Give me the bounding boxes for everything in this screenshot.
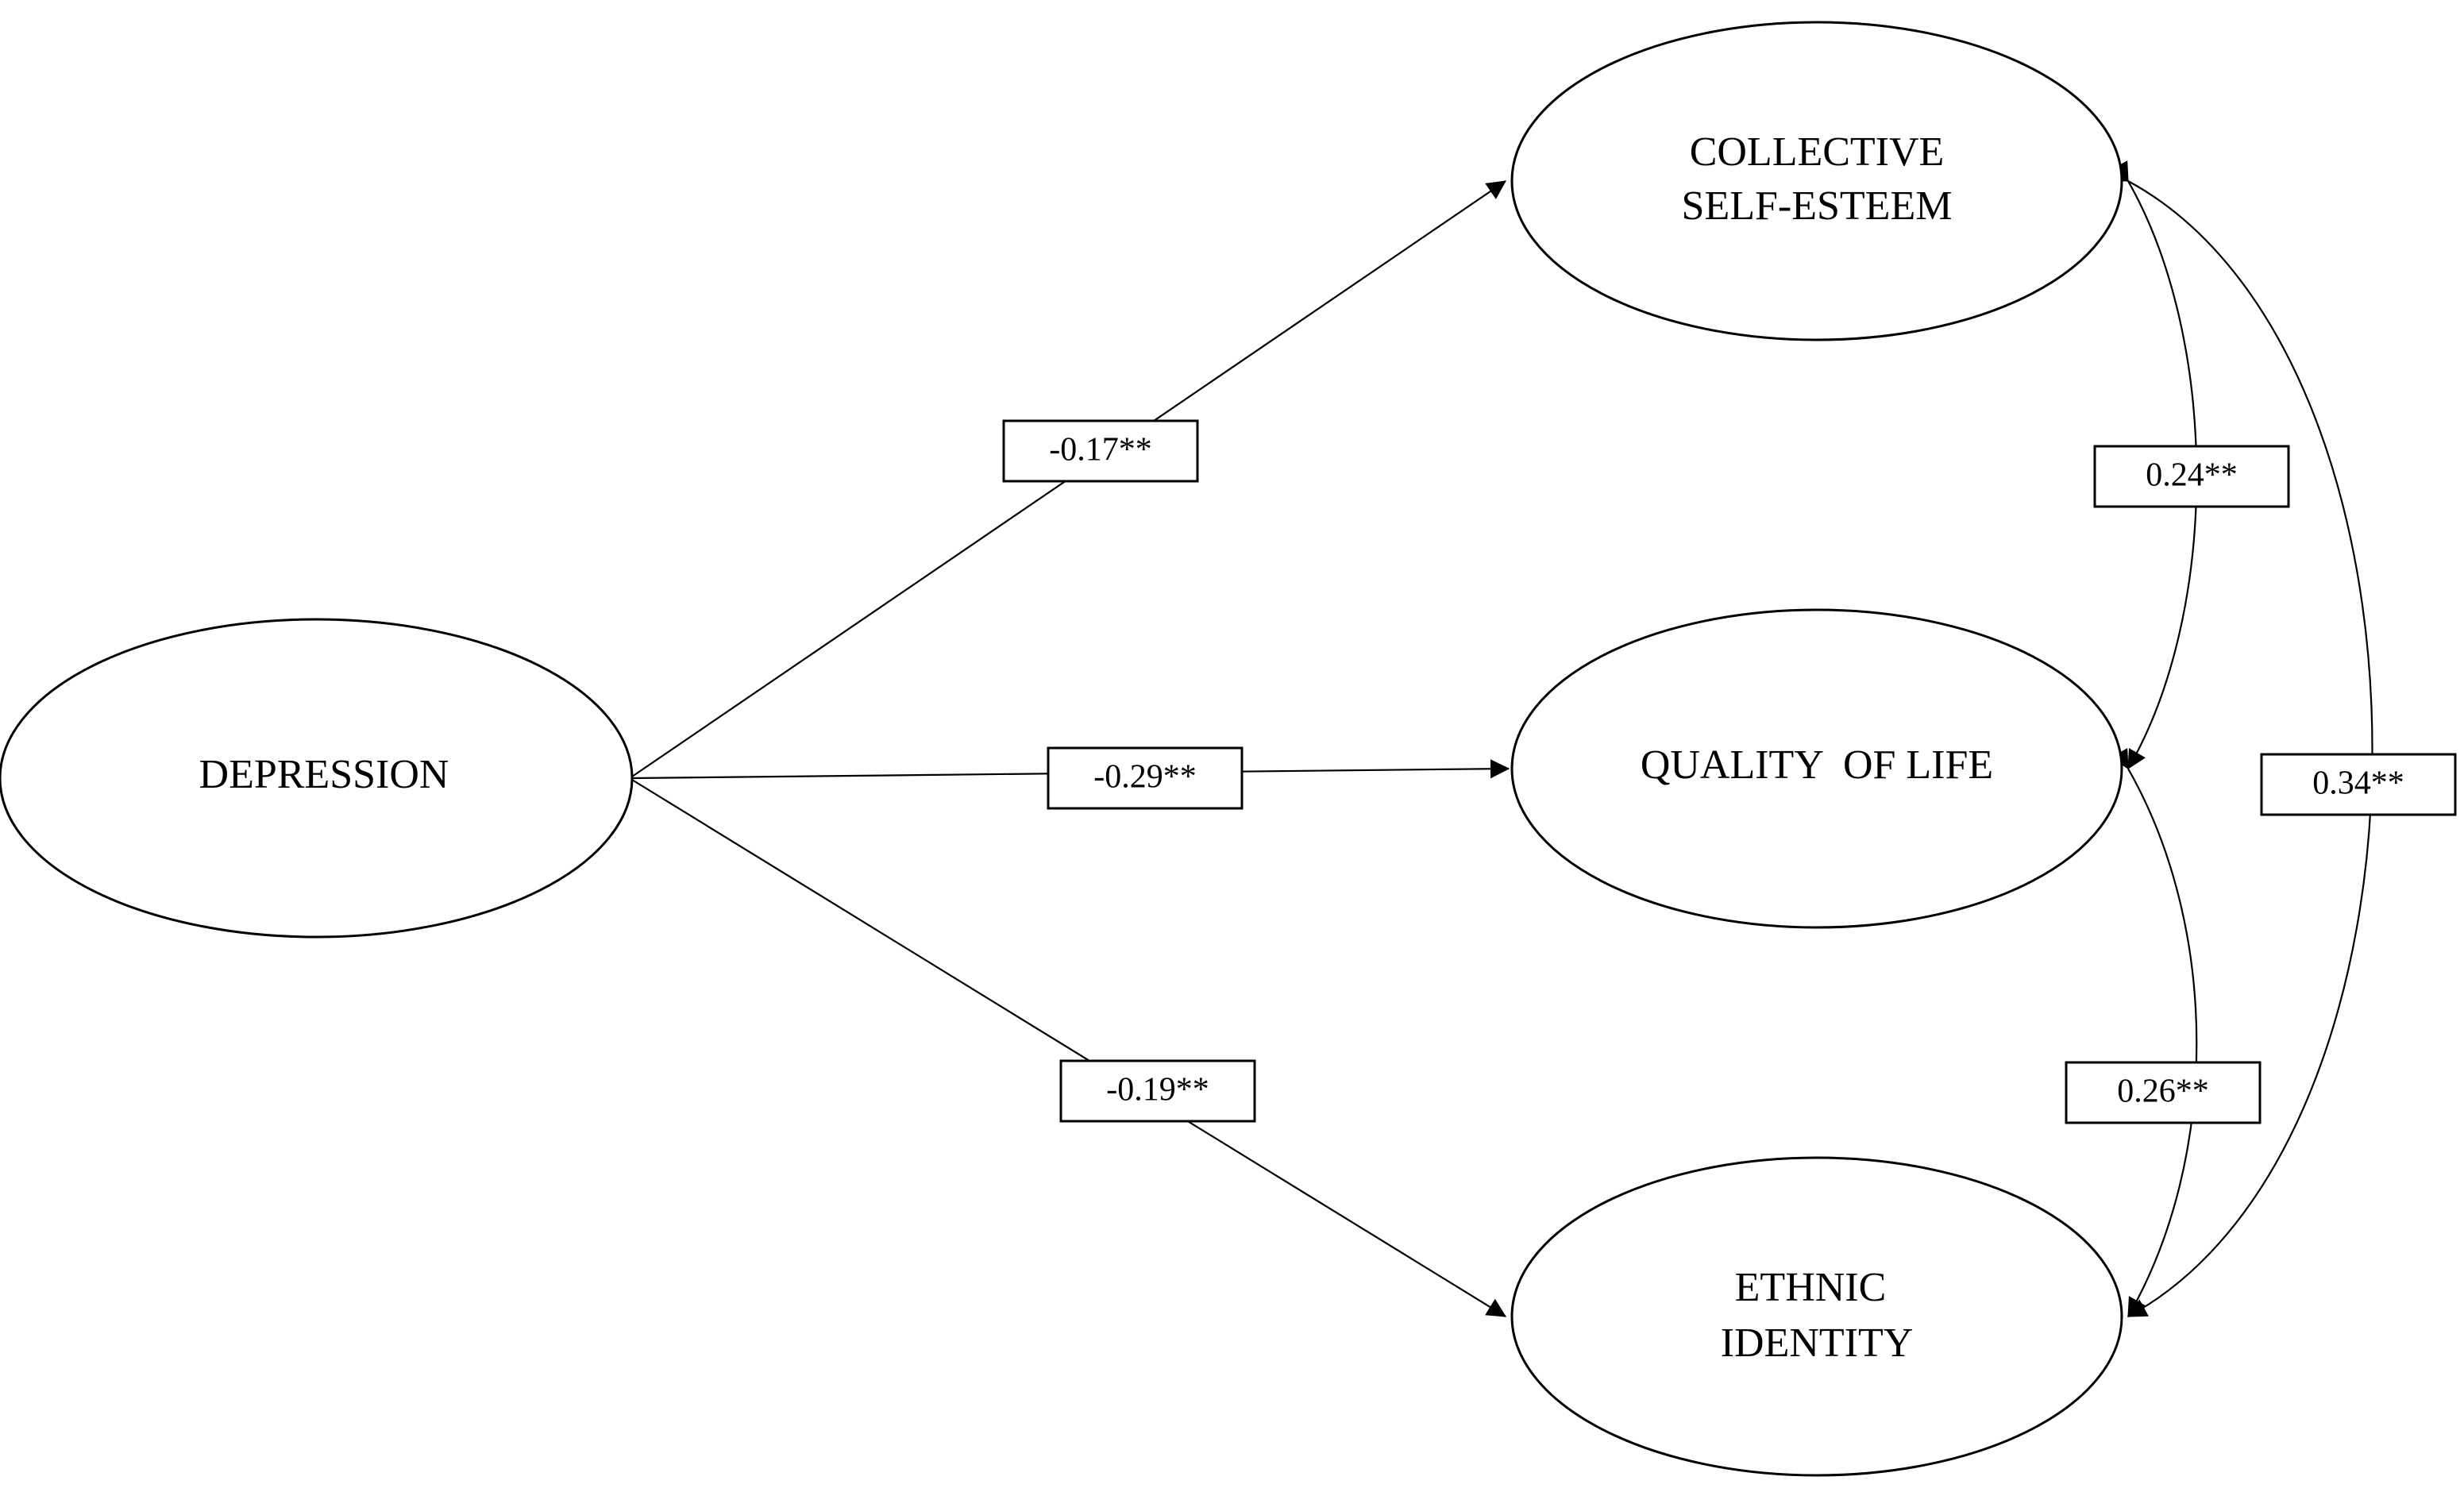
node-ethnic-identity-label-line1: ETHNIC: [1735, 1265, 1887, 1310]
node-quality-of-life-label: QUALITY OF LIFE: [1641, 742, 1993, 788]
coefficient-depression-ethnic-identity-text: -0.19**: [1106, 1072, 1209, 1108]
coefficient-depression-collective-self-esteem: -0.17**: [1002, 419, 1199, 483]
node-collective-self-esteem: COLLECTIVE SELF-ESTEEM: [1510, 21, 2123, 341]
correlation-box-quality-of-life-ethnic-identity: 0.26**: [2065, 1061, 2262, 1124]
node-quality-of-life: QUALITY OF LIFE: [1510, 608, 2123, 929]
correlation-collective-self-esteem-ethnic-identity: [2107, 164, 2373, 1317]
node-depression: DEPRESSION: [0, 618, 634, 939]
correlation-quality-of-life-ethnic-identity: [2111, 748, 2198, 1318]
correlation-box-collective-self-esteem-ethnic-identity: 0.34**: [2260, 753, 2457, 816]
coefficient-depression-quality-of-life: -0.29**: [1047, 746, 1244, 810]
coefficient-depression-quality-of-life-text: -0.29**: [1093, 759, 1197, 796]
node-ethnic-identity: ETHNIC IDENTITY: [1510, 1156, 2123, 1477]
coefficient-depression-collective-self-esteem-text: -0.17**: [1049, 432, 1152, 468]
correlation-collective-self-esteem-ethnic-identity-text: 0.34**: [2312, 765, 2404, 802]
path-depression-to-ethnic-identity: [631, 779, 1507, 1317]
correlation-quality-of-life-ethnic-identity-text: 0.26**: [2117, 1074, 2209, 1110]
node-collective-self-esteem-label-line2: SELF-ESTEEM: [1682, 183, 1953, 229]
node-ethnic-identity-label-line2: IDENTITY: [1721, 1320, 1914, 1366]
coefficient-depression-ethnic-identity: -0.19**: [1059, 1059, 1256, 1123]
correlation-box-collective-self-esteem-quality-of-life: 0.24**: [2093, 445, 2290, 508]
node-collective-self-esteem-label-line1: COLLECTIVE: [1690, 129, 1945, 175]
correlation-collective-self-esteem-quality-of-life-text: 0.24**: [2146, 457, 2238, 494]
node-depression-label: DEPRESSION: [199, 752, 449, 797]
